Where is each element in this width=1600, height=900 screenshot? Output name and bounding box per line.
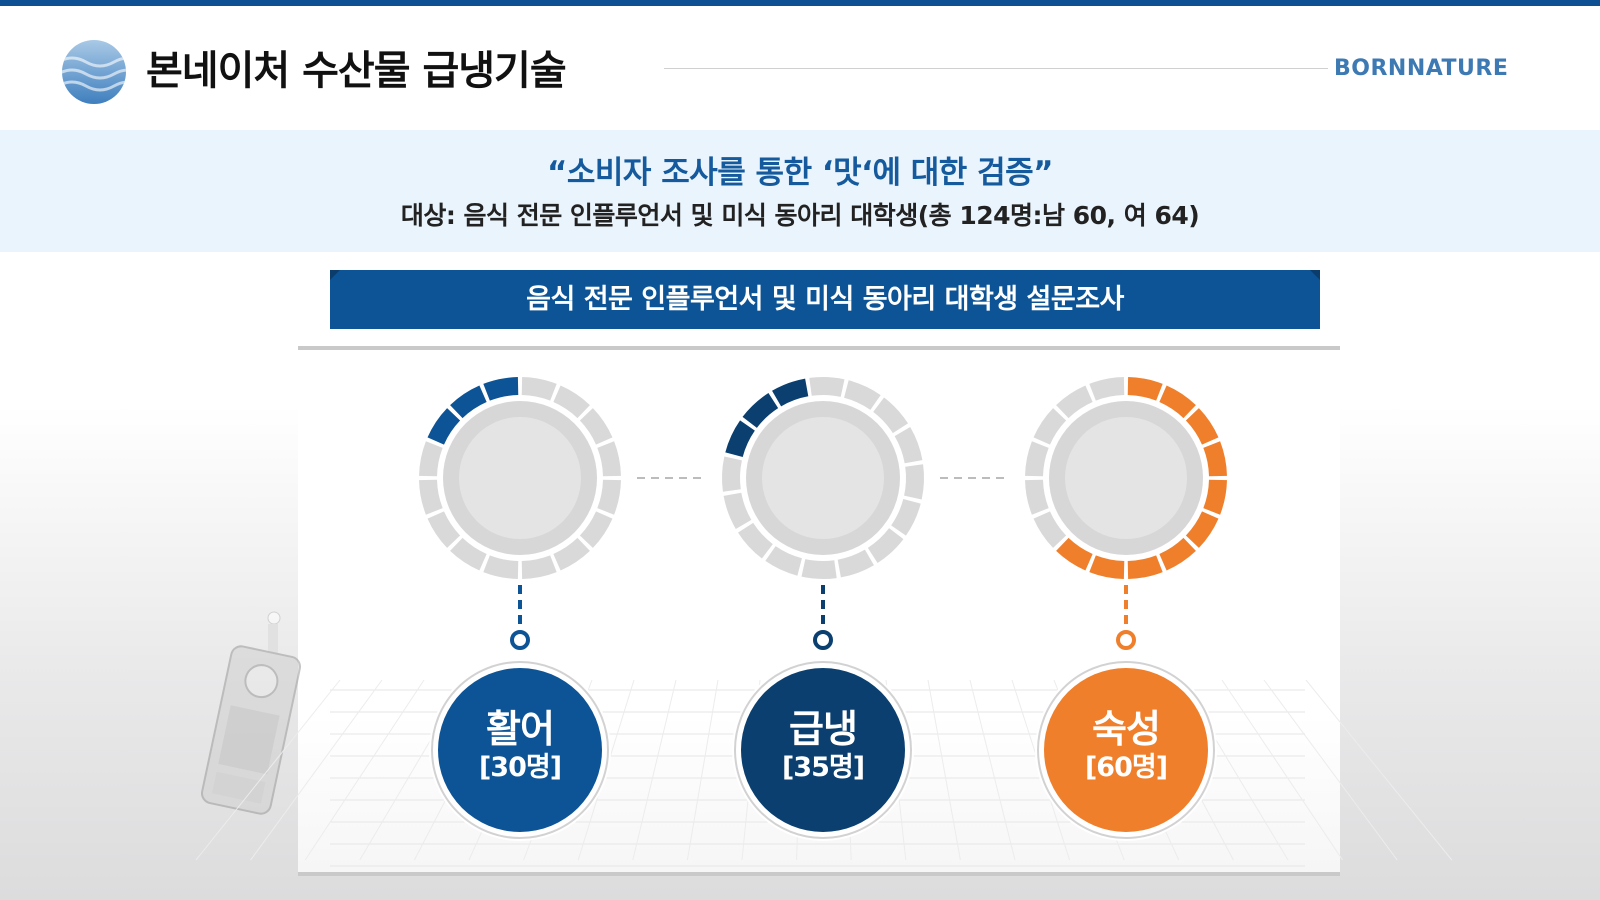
aged-ring-segment: [1056, 385, 1093, 419]
quick-frozen-label: 급냉[35명]: [733, 706, 913, 784]
grid-line: [686, 679, 719, 861]
aged-ring-segment: [1159, 385, 1196, 419]
quick-frozen-ring-segment: [725, 420, 755, 457]
quick-frozen-ring-segment: [801, 559, 837, 580]
live-fish-ring-segment: [419, 441, 443, 477]
aged-ring-segment: [1185, 408, 1219, 445]
quick-frozen-ring-segment: [904, 464, 924, 500]
live-fish-ring-segment: [419, 479, 443, 515]
live-fish-circle-ring: [431, 661, 609, 839]
live-fish-ring-segment: [579, 408, 613, 445]
quick-frozen-ring-segment: [742, 393, 779, 428]
aged-ring-segment: [1203, 441, 1227, 477]
verification-quote: “소비자 조사를 통한 ‘맛‘에 대한 검증”: [546, 155, 1054, 191]
live-fish-node-dot: [510, 630, 530, 650]
survey-bar-corner-right: [1310, 270, 1320, 280]
quick-frozen-photo-highlight: [762, 417, 884, 539]
quick-frozen-ring-segment: [721, 456, 742, 492]
aged-ring-segment: [1159, 537, 1196, 571]
quick-frozen-ring-segment: [723, 492, 752, 529]
aged-ring-segment: [1203, 479, 1227, 515]
aged-photo-highlight: [1065, 417, 1187, 539]
aged-ring-segment: [1025, 479, 1049, 515]
live-fish-ring-segment: [450, 385, 487, 419]
survey-title-bar: 음식 전문 인플루언서 및 미식 동아리 대학생 설문조사: [330, 270, 1320, 329]
aged-ring-segment: [1185, 511, 1219, 548]
quick-frozen-count: [35명]: [781, 752, 865, 783]
grid-line: [1305, 679, 1453, 861]
grid-line: [927, 679, 961, 861]
live-fish-ring-segment: [579, 511, 613, 548]
aged-circle-ring: [1037, 661, 1215, 839]
survey-bar-corner-left: [330, 270, 340, 280]
live-fish-ring-segment: [483, 377, 519, 401]
live-fish-label: 활어[30명]: [430, 706, 610, 784]
grid-line: [304, 679, 425, 861]
quick-frozen-ring-segment: [844, 380, 881, 410]
aged-ring-segment: [1089, 555, 1125, 579]
quick-frozen-ring-segment: [867, 528, 904, 563]
aged-ring-segment: [1033, 408, 1067, 445]
quick-frozen-node-dot: [813, 630, 833, 650]
quick-frozen-circle-ring: [734, 661, 912, 839]
aged-label: 숙성[60명]: [1036, 706, 1216, 784]
live-fish-ring-segment: [597, 441, 621, 477]
live-fish-ring-segment: [553, 537, 590, 571]
grid-line: [1263, 679, 1398, 861]
live-fish-ring-segment: [427, 408, 461, 445]
grid-line: [969, 679, 1016, 861]
quick-frozen-ring-segment: [891, 499, 921, 536]
aged-ring-segment: [1056, 537, 1093, 571]
top-accent-bar: [0, 0, 1600, 6]
verification-banner: [0, 130, 1600, 252]
aged-ring-segment: [1089, 377, 1125, 401]
quick-frozen-ring-segment: [894, 427, 923, 464]
live-fish-ring-segment: [483, 555, 519, 579]
quick-frozen-ring-segment: [772, 378, 809, 407]
aged-circle: [1044, 668, 1208, 832]
quick-frozen-name: 급냉: [789, 707, 858, 751]
grid-line: [250, 679, 383, 861]
grid-line: [1221, 679, 1344, 861]
aged-ring-segment: [1127, 377, 1163, 401]
quick-frozen-ring-segment: [873, 397, 908, 434]
aged-ring-segment: [1033, 511, 1067, 548]
aged-name: 숙성: [1092, 707, 1161, 751]
brand-logo-text: BORNNATURE: [1334, 56, 1509, 81]
live-fish-ring-segment: [597, 479, 621, 515]
live-fish-ring-segment: [521, 377, 557, 401]
quick-frozen-ring-segment: [837, 549, 874, 578]
title-divider: [664, 68, 1328, 69]
live-fish-ring-segment: [521, 555, 557, 579]
quick-frozen-ring-segment: [738, 522, 773, 559]
live-fish-ring-segment: [427, 511, 461, 548]
live-fish-count: [30명]: [478, 752, 562, 783]
page-title: 본네이처 수산물 급냉기술: [146, 48, 567, 94]
aged-node-dot: [1116, 630, 1136, 650]
quick-frozen-ring-segment: [809, 377, 845, 397]
grid-line: [195, 679, 341, 861]
live-fish-circle: [438, 668, 602, 832]
wave-logo-icon: [62, 40, 126, 104]
quick-frozen-circle: [741, 668, 905, 832]
aged-count: [60명]: [1084, 752, 1168, 783]
aged-ring-segment: [1127, 555, 1163, 579]
live-fish-photo-highlight: [459, 417, 581, 539]
aged-ring-segment: [1025, 441, 1049, 477]
quick-frozen-ring-segment: [765, 546, 802, 576]
measuring-device-image: [200, 611, 302, 815]
live-fish-ring-segment: [450, 537, 487, 571]
survey-subject: 대상: 음식 전문 인플루언서 및 미식 동아리 대학생(총 124명:남 60…: [400, 201, 1200, 230]
live-fish-name: 활어: [486, 707, 555, 751]
live-fish-ring-segment: [553, 385, 590, 419]
grid-line: [632, 679, 677, 861]
